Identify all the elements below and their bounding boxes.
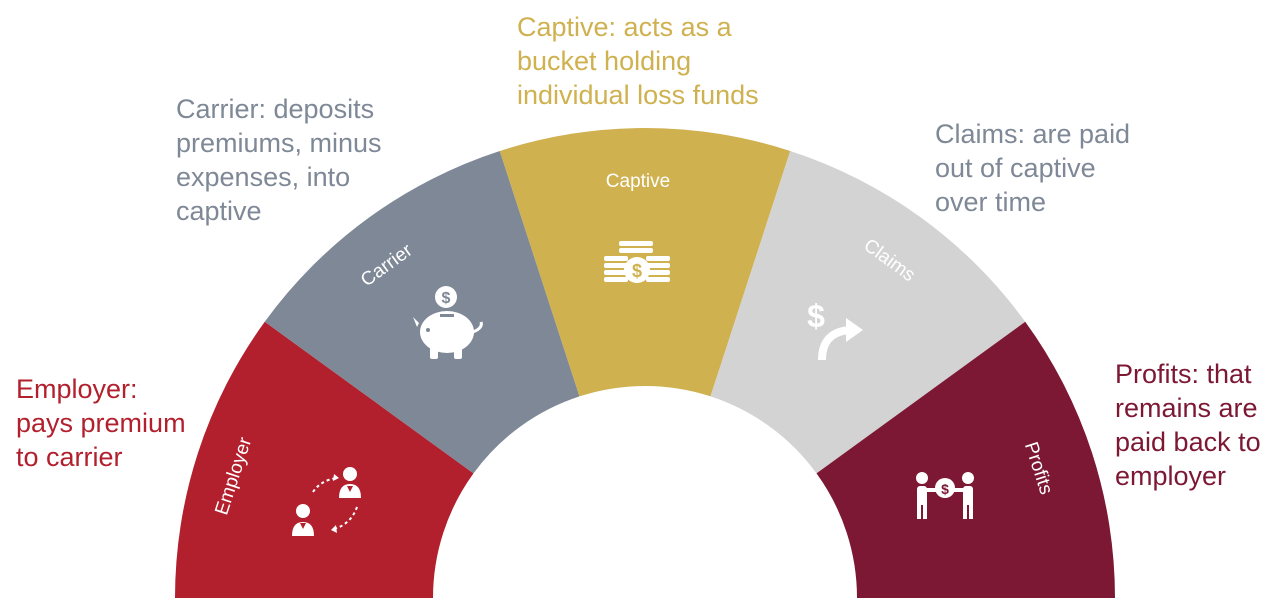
svg-text:$: $ xyxy=(442,290,451,307)
profits-description-line: Profits: that xyxy=(1115,359,1252,389)
piggy-bank-icon: $ xyxy=(413,286,483,359)
profits-description-line: employer xyxy=(1115,461,1227,491)
svg-text:$: $ xyxy=(807,298,825,334)
carrier-description-line: Carrier: deposits xyxy=(176,94,375,124)
employer-description: Employer: pays premium to carrier xyxy=(16,372,186,474)
segment-profits xyxy=(816,321,1115,598)
segment-carrier xyxy=(264,151,580,474)
dollar-arrow-icon: $ xyxy=(807,298,863,361)
claims-description-line: out of captive xyxy=(935,153,1096,183)
captive-description-line: bucket holding xyxy=(517,46,692,76)
carrier-description-line: premiums, minus xyxy=(176,128,382,158)
claims-description-line: over time xyxy=(935,187,1047,217)
carrier-description: Carrier: deposits premiums, minus expens… xyxy=(176,92,382,228)
segment-claims xyxy=(710,151,1026,474)
captive-description-line: individual loss funds xyxy=(517,80,759,110)
coin-stack-icon: $ xyxy=(604,241,670,283)
handshake-money-icon: $ xyxy=(916,472,974,519)
employer-description-line: Employer: xyxy=(16,374,138,404)
svg-text:$: $ xyxy=(632,261,642,281)
carrier-description-line: captive xyxy=(176,196,262,226)
people-exchange-icon xyxy=(292,467,361,536)
segment-label-captive: Captive xyxy=(606,171,670,192)
claims-description: Claims: are paid out of captive over tim… xyxy=(935,117,1130,219)
employer-description-line: to carrier xyxy=(16,442,123,472)
claims-description-line: Claims: are paid xyxy=(935,119,1131,149)
profits-description-line: paid back to xyxy=(1115,427,1261,457)
employer-description-line: pays premium xyxy=(16,408,186,438)
captive-description: Captive: acts as a bucket holding indivi… xyxy=(517,10,759,112)
svg-text:$: $ xyxy=(941,481,949,497)
segment-employer xyxy=(175,321,474,598)
carrier-description-line: expenses, into xyxy=(176,162,351,192)
profits-description-line: remains are xyxy=(1115,393,1258,423)
profits-description: Profits: that remains are paid back to e… xyxy=(1115,357,1261,493)
captive-description-line: Captive: acts as a xyxy=(517,12,732,42)
